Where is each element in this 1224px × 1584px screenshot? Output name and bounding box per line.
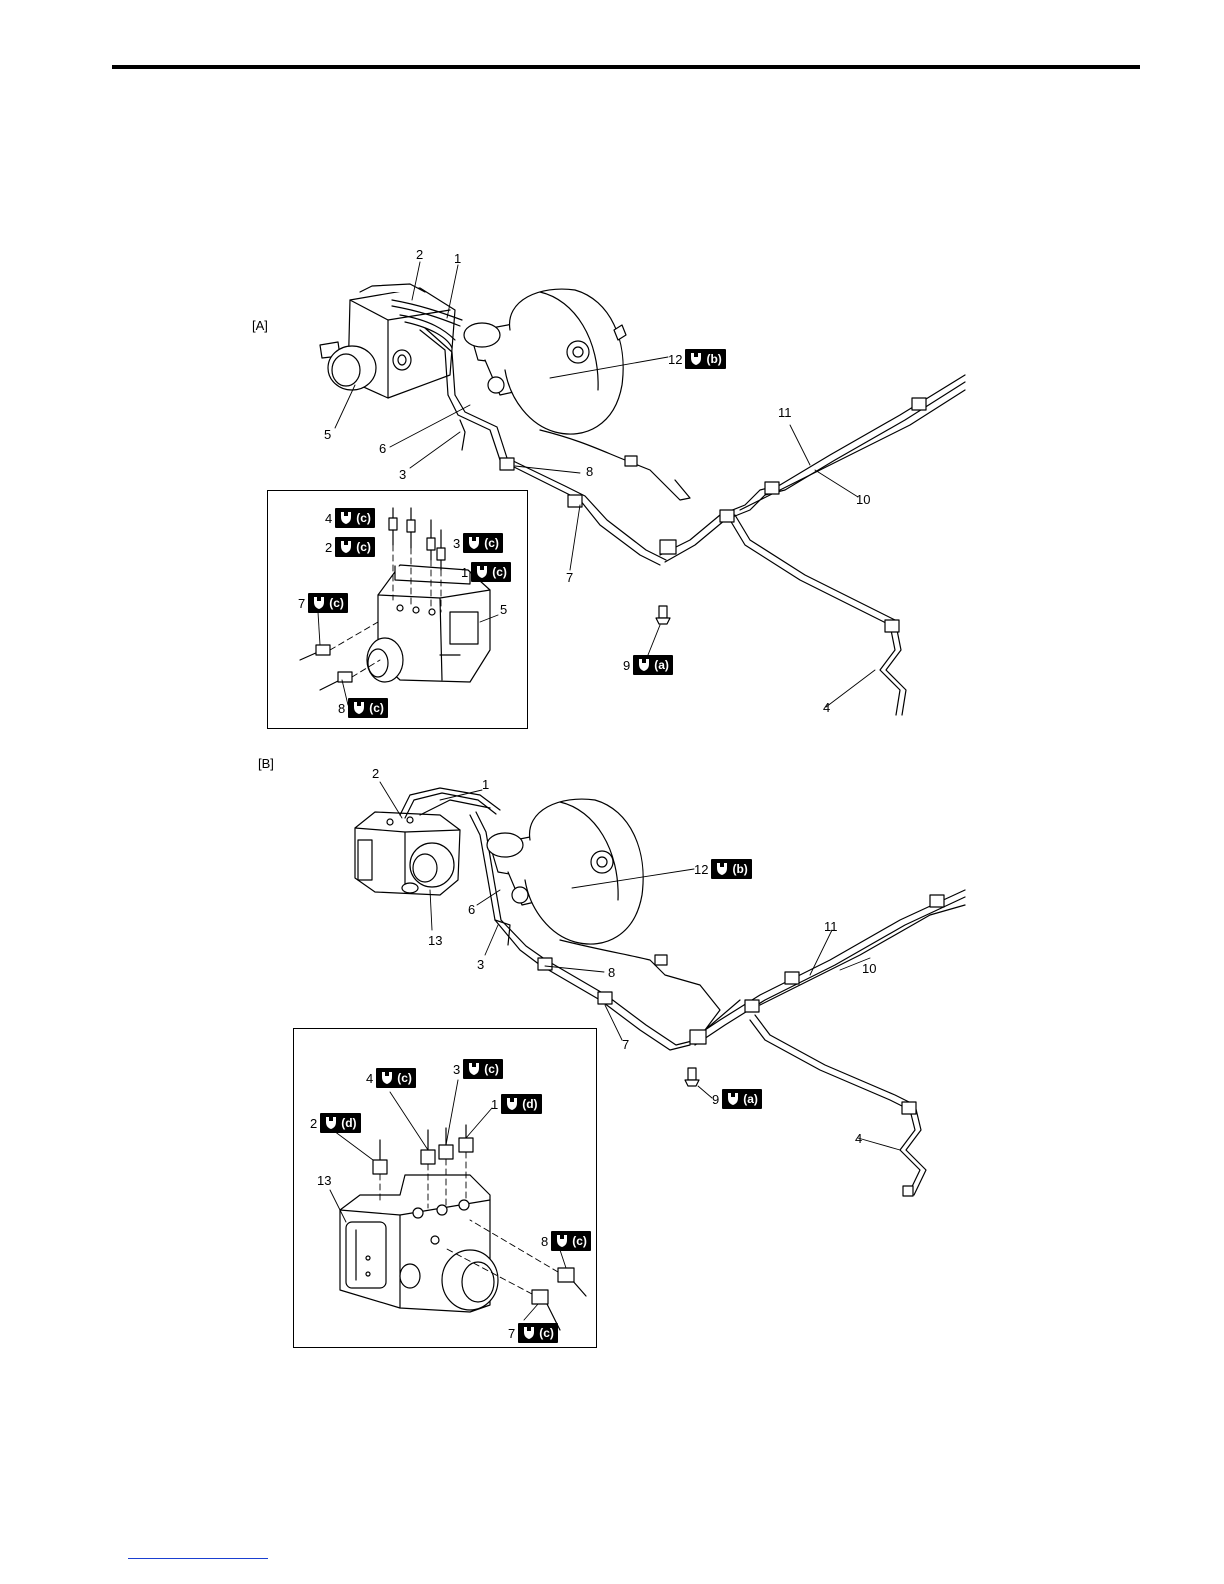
torque-badge: (d) — [320, 1113, 360, 1133]
callout-b-3: 3 — [477, 958, 484, 972]
callout-b-11: 11 — [824, 920, 838, 934]
torque-wrench-icon — [688, 351, 704, 367]
abs-hydraulic-unit-a — [320, 284, 455, 398]
torque-callout-b-9: 9 (a) — [712, 1089, 762, 1109]
callout-a-8: 8 — [586, 465, 593, 479]
torque-callout-a-inset-3: 3 (c) — [453, 533, 503, 553]
torque-callout-a-inset-2: 2 (c) — [325, 537, 375, 557]
torque-wrench-icon — [636, 657, 652, 673]
torque-badge: (c) — [335, 508, 375, 528]
torque-badge: (c) — [518, 1323, 558, 1343]
callout-b-7: 7 — [622, 1038, 629, 1052]
torque-wrench-icon — [714, 861, 730, 877]
torque-wrench-icon — [338, 510, 354, 526]
torque-wrench-icon — [466, 535, 482, 551]
torque-badge: (c) — [376, 1068, 416, 1088]
section-a-tag: [A] — [252, 318, 268, 333]
callout-a-1: 1 — [454, 252, 461, 266]
torque-badge: (b) — [711, 859, 751, 879]
torque-wrench-icon — [521, 1325, 537, 1341]
callout-b-13: 13 — [428, 934, 442, 948]
torque-num: 12 — [668, 352, 682, 367]
section-b-tag: [B] — [258, 756, 274, 771]
callout-a-7: 7 — [566, 571, 573, 585]
torque-callout-b-inset-2: 2 (d) — [310, 1113, 361, 1133]
torque-wrench-icon — [466, 1061, 482, 1077]
torque-badge: (a) — [722, 1089, 762, 1109]
callout-b-2: 2 — [372, 767, 379, 781]
torque-num: 9 — [623, 658, 630, 673]
torque-badge: (c) — [463, 533, 503, 553]
torque-badge: (c) — [463, 1059, 503, 1079]
callout-b-8: 8 — [608, 966, 615, 980]
torque-badge: (b) — [685, 349, 725, 369]
torque-badge: (a) — [633, 655, 673, 675]
callout-a-2: 2 — [416, 248, 423, 262]
torque-callout-b-inset-8: 8 (c) — [541, 1231, 591, 1251]
torque-badge: (c) — [348, 698, 388, 718]
torque-badge: (c) — [308, 593, 348, 613]
torque-badge: (c) — [335, 537, 375, 557]
torque-callout-a-inset-8: 8 (c) — [338, 698, 388, 718]
torque-badge: (c) — [471, 562, 511, 582]
torque-wrench-icon — [323, 1115, 339, 1131]
callout-b-4: 4 — [855, 1132, 862, 1146]
callout-a-5: 5 — [324, 428, 331, 442]
clamp-bolt-9-b — [685, 1068, 699, 1086]
brake-booster-b — [525, 799, 643, 944]
torque-badge: (c) — [551, 1231, 591, 1251]
torque-callout-b-inset-7: 7 (c) — [508, 1323, 558, 1343]
torque-callout-a-inset-4: 4 (c) — [325, 508, 375, 528]
callout-a-3: 3 — [399, 468, 406, 482]
torque-callout-a-inset-1: 1 (c) — [461, 562, 511, 582]
callout-b-6: 6 — [468, 903, 475, 917]
torque-wrench-icon — [504, 1096, 520, 1112]
callout-a-4: 4 — [823, 701, 830, 715]
torque-callout-a-12: 12 (b) — [668, 349, 726, 369]
torque-wrench-icon — [311, 595, 327, 611]
torque-wrench-icon — [379, 1070, 395, 1086]
callout-a-6: 6 — [379, 442, 386, 456]
torque-wrench-icon — [338, 539, 354, 555]
torque-badge: (d) — [501, 1094, 541, 1114]
torque-callout-b-12: 12 (b) — [694, 859, 752, 879]
abs-hydraulic-unit-b — [355, 812, 460, 895]
footer-link-rule — [128, 1558, 268, 1559]
clamp-bolt-9-a — [656, 606, 670, 624]
torque-callout-a-9: 9 (a) — [623, 655, 673, 675]
callout-b-1: 1 — [482, 778, 489, 792]
callout-a-inset-5: 5 — [500, 603, 507, 617]
torque-callout-b-inset-3: 3 (c) — [453, 1059, 503, 1079]
brake-booster-a — [505, 289, 626, 434]
callout-b-10: 10 — [862, 962, 876, 976]
inset-b-frame — [293, 1028, 597, 1348]
torque-wrench-icon — [725, 1091, 741, 1107]
torque-callout-a-inset-7: 7 (c) — [298, 593, 348, 613]
callout-a-10: 10 — [856, 493, 870, 507]
torque-callout-b-inset-4: 4 (c) — [366, 1068, 416, 1088]
torque-wrench-icon — [351, 700, 367, 716]
callout-a-11: 11 — [778, 406, 792, 420]
torque-callout-b-inset-1: 1 (d) — [491, 1094, 542, 1114]
torque-wrench-icon — [474, 564, 490, 580]
torque-wrench-icon — [554, 1233, 570, 1249]
callout-b-inset-13: 13 — [317, 1174, 331, 1188]
